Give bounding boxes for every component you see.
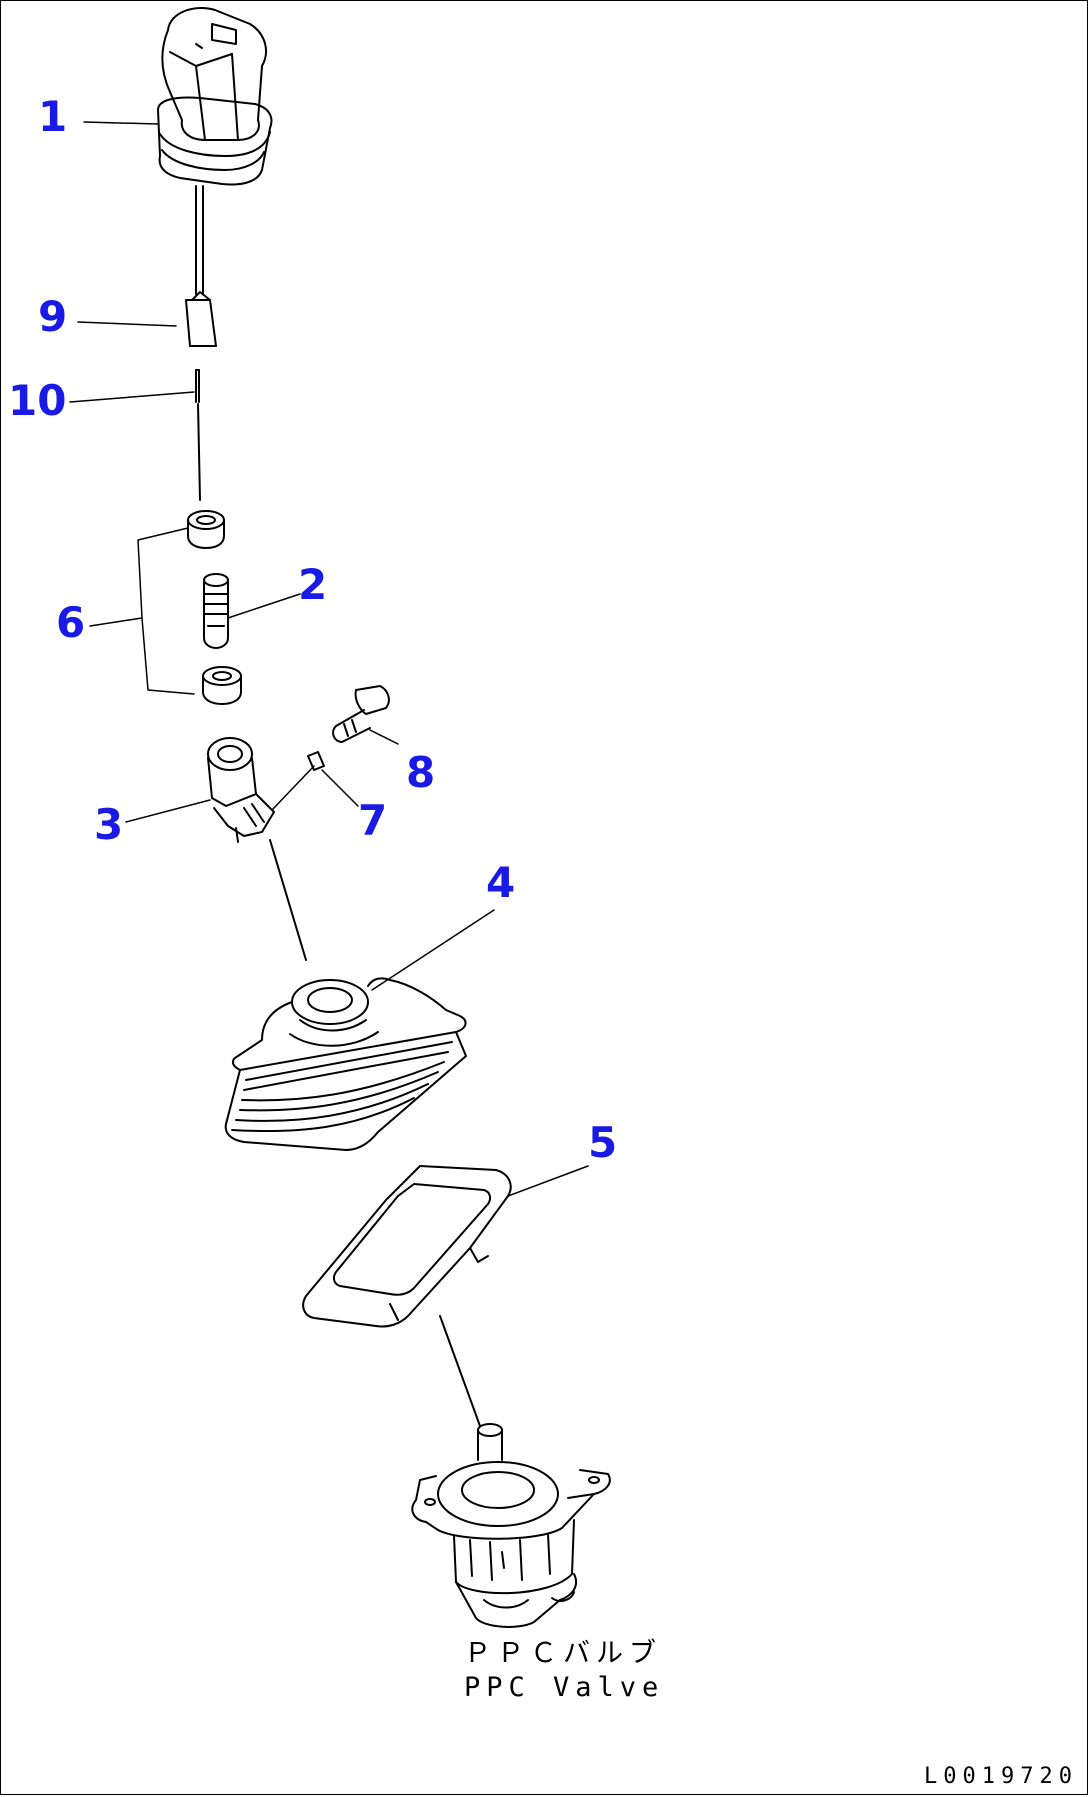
- nut-part-lower: [202, 666, 242, 705]
- callout-2: 2: [298, 560, 328, 609]
- leader-line-6b: [141, 617, 195, 695]
- leader-line-8: [369, 729, 399, 745]
- lever-joint-part: [207, 737, 275, 843]
- washer-part: [307, 751, 325, 771]
- drawing-reference-number: L0019720: [924, 1764, 1078, 1789]
- assembly-line-joint-to-boot: [269, 839, 307, 961]
- leader-line-1: [83, 121, 159, 125]
- callout-9: 9: [38, 292, 68, 341]
- leader-lines: [69, 121, 589, 1197]
- caption-english: PPC Valve: [464, 1672, 665, 1703]
- rubber-boot-part: [224, 977, 467, 1151]
- leader-line-3: [125, 799, 211, 823]
- cover-plate-part: [302, 1165, 512, 1328]
- bolt-part: [332, 685, 390, 743]
- nut-part-upper: [187, 510, 225, 549]
- ppc-valve-part: [411, 1423, 611, 1628]
- callout-4: 4: [486, 858, 516, 907]
- leader-line-7b: [271, 765, 315, 811]
- callout-8: 8: [406, 748, 436, 797]
- callout-6: 6: [56, 598, 86, 647]
- callout-7: 7: [358, 796, 388, 845]
- leader-line-10: [69, 391, 195, 403]
- leader-line-5: [507, 1165, 589, 1197]
- pin-part: [195, 369, 200, 403]
- assembly-line-pin-to-nut: [197, 403, 201, 501]
- caption-japanese: ＰＰＣバルブ: [464, 1638, 662, 1669]
- leader-line-6: [89, 527, 189, 627]
- leader-line-4: [371, 909, 495, 991]
- callout-3: 3: [94, 800, 124, 849]
- leader-line-9: [77, 321, 177, 327]
- leader-line-7: [321, 769, 359, 807]
- leader-line-2: [227, 593, 301, 619]
- callout-10: 10: [8, 376, 67, 425]
- callout-5: 5: [588, 1118, 618, 1167]
- callout-1: 1: [38, 92, 68, 141]
- lever-grip-part: [157, 7, 273, 347]
- assembly-line-plate-to-valve: [439, 1315, 481, 1427]
- stud-part: [203, 573, 229, 649]
